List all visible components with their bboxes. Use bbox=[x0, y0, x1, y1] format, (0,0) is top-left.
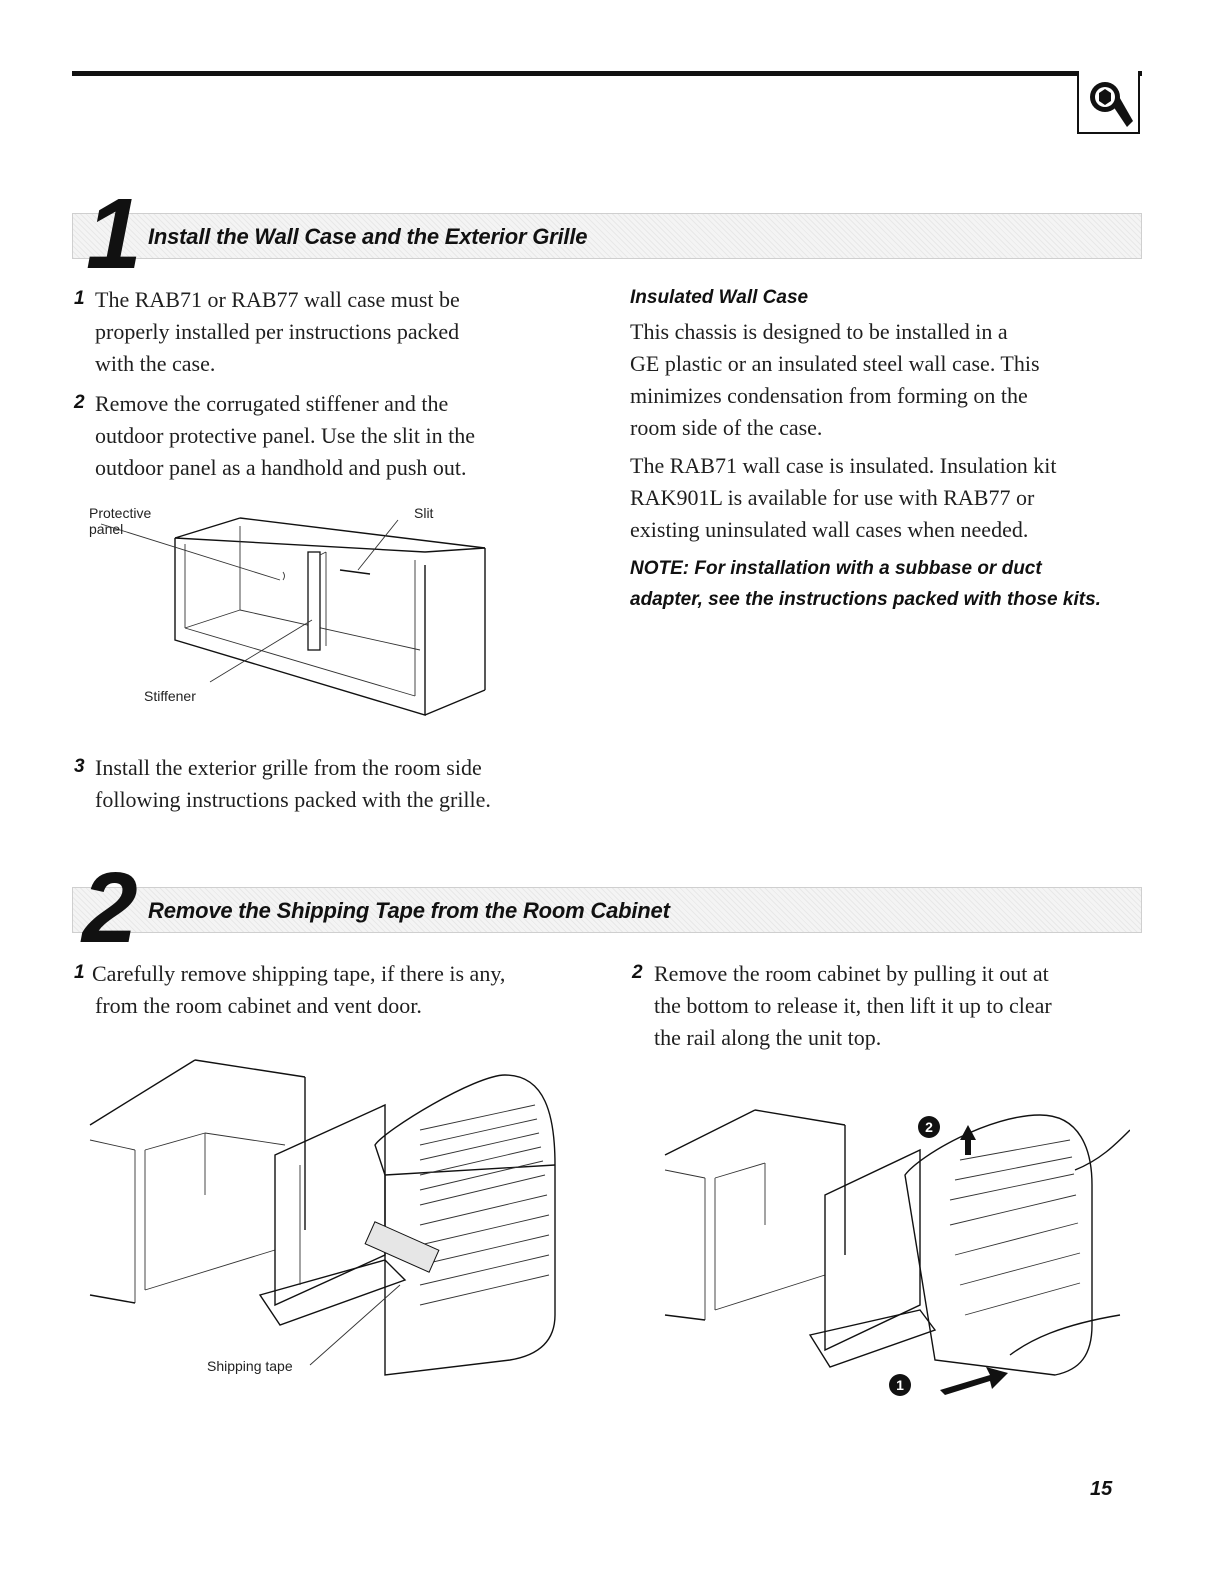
text-line: following instructions packed with the g… bbox=[95, 787, 491, 812]
text-line: from the room cabinet and vent door. bbox=[95, 993, 422, 1018]
step-2-2-text: Remove the room cabinet by pulling it ou… bbox=[654, 958, 1052, 1054]
text-line: Install the exterior grille from the roo… bbox=[95, 755, 482, 780]
section-1-title: Install the Wall Case and the Exterior G… bbox=[148, 224, 588, 249]
text-line: with the case. bbox=[95, 351, 216, 376]
text-line: The RAB71 or RAB77 wall case must be bbox=[95, 287, 460, 312]
step-1-3-number: 3 bbox=[74, 756, 85, 777]
cabinet-removal-illustration: 2 1 bbox=[664, 1109, 1130, 1396]
text-line: properly installed per instructions pack… bbox=[95, 319, 460, 344]
marker-2-circle bbox=[918, 1116, 940, 1138]
section-2-number: 2 bbox=[82, 852, 138, 964]
text-line: adapter, see the instructions packed wit… bbox=[630, 589, 1101, 610]
marker-2: 2 bbox=[925, 1119, 933, 1135]
section-2-bar bbox=[72, 887, 1142, 933]
shipping-tape-label: Shipping tape bbox=[207, 1358, 293, 1374]
step-2-2-number: 2 bbox=[632, 962, 643, 983]
insulated-heading: Insulated Wall Case bbox=[630, 287, 809, 308]
text-line: existing uninsulated wall cases when nee… bbox=[630, 517, 1029, 542]
step-1-2-number: 2 bbox=[74, 392, 85, 413]
section-2-title: Remove the Shipping Tape from the Room C… bbox=[148, 898, 670, 923]
installation-note: NOTE: For installation with a subbase or… bbox=[630, 553, 1101, 615]
step-1-1-text: The RAB71 or RAB77 wall case must be pro… bbox=[95, 284, 460, 380]
label-line: panel bbox=[89, 521, 124, 537]
wall-case-illustration bbox=[100, 517, 486, 716]
section-1-number: 1 bbox=[86, 178, 142, 290]
text-line: GE plastic or an insulated steel wall ca… bbox=[630, 351, 1040, 376]
text-line: Carefully remove shipping tape, if there… bbox=[92, 961, 506, 986]
wrench-icon bbox=[1090, 82, 1133, 127]
text-line: The RAB71 wall case is insulated. Insula… bbox=[630, 453, 1057, 478]
step-2-1-number: 1 bbox=[74, 962, 85, 983]
step-1-1-number: 1 bbox=[74, 288, 85, 309]
wrench-icon-box bbox=[1077, 71, 1140, 134]
step-2-1-text: Carefully remove shipping tape, if there… bbox=[92, 958, 505, 1022]
text-line: Remove the room cabinet by pulling it ou… bbox=[654, 961, 1049, 986]
header-rule bbox=[72, 71, 1142, 76]
insulated-para-1: This chassis is designed to be installed… bbox=[630, 316, 1040, 444]
text-line: NOTE: For installation with a subbase or… bbox=[630, 558, 1042, 579]
label-line: Protective bbox=[89, 505, 152, 521]
text-line: room side of the case. bbox=[630, 415, 823, 440]
text-line: outdoor protective panel. Use the slit i… bbox=[95, 423, 476, 448]
protective-panel-label: Protective panel bbox=[89, 505, 151, 537]
stiffener-label: Stiffener bbox=[144, 688, 196, 704]
shipping-tape-illustration bbox=[89, 1059, 556, 1376]
text-line: the bottom to release it, then lift it u… bbox=[654, 993, 1052, 1018]
slit-label: Slit bbox=[414, 505, 434, 521]
insulated-para-2: The RAB71 wall case is insulated. Insula… bbox=[630, 450, 1057, 546]
text-line: minimizes condensation from forming on t… bbox=[630, 383, 1028, 408]
marker-1: 1 bbox=[896, 1377, 904, 1393]
text-line: outdoor panel as a handhold and push out… bbox=[95, 455, 467, 480]
marker-1-circle bbox=[889, 1374, 911, 1396]
text-line: RAK901L is available for use with RAB77 … bbox=[630, 485, 1035, 510]
step-1-3-text: Install the exterior grille from the roo… bbox=[95, 752, 491, 816]
section-1-bar bbox=[72, 213, 1142, 259]
text-line: the rail along the unit top. bbox=[654, 1025, 882, 1050]
page-number: 15 bbox=[1090, 1478, 1113, 1500]
text-line: This chassis is designed to be installed… bbox=[630, 319, 1008, 344]
text-line: Remove the corrugated stiffener and the bbox=[95, 391, 449, 416]
step-1-2-text: Remove the corrugated stiffener and the … bbox=[95, 388, 475, 484]
